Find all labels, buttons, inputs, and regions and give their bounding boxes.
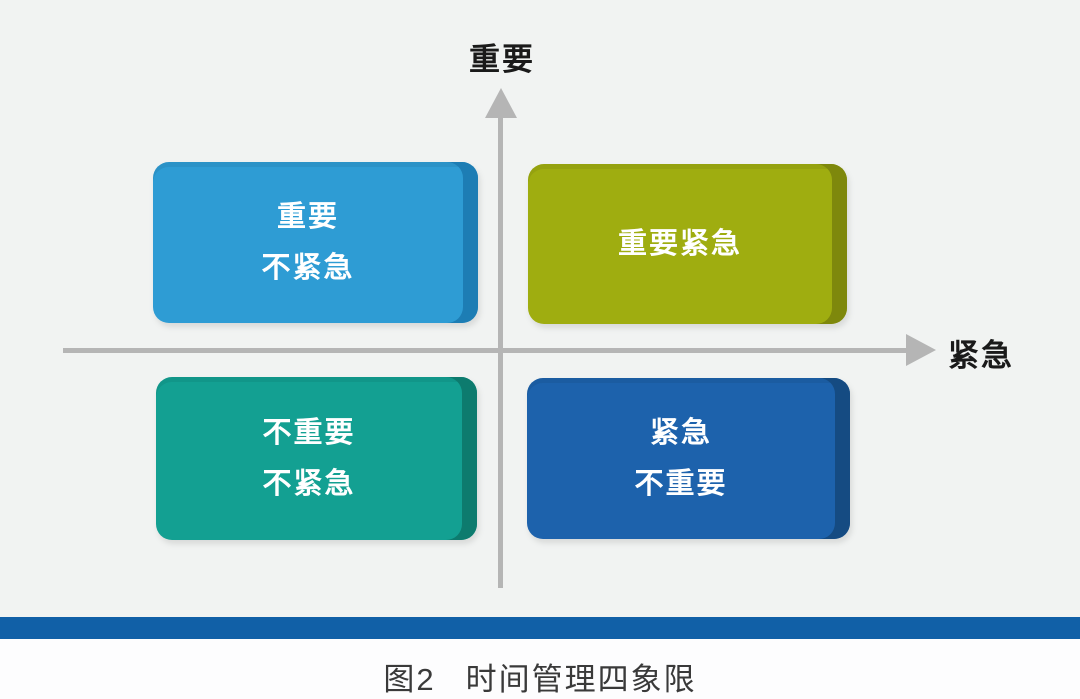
quadrant-label-line: 不紧急	[261, 251, 355, 284]
figure-caption: 图2 时间管理四象限	[0, 654, 1080, 699]
quadrant-not-important-not-urgent: 不重要 不紧急	[156, 377, 477, 540]
right-arrowhead-icon	[906, 334, 936, 366]
quadrant-label-line: 不重要	[262, 416, 356, 449]
quadrant-label-line: 紧急	[649, 416, 712, 449]
vertical-axis-line	[498, 106, 503, 588]
quadrant-label-line: 不重要	[634, 467, 728, 500]
horizontal-axis-label: 紧急	[948, 338, 1014, 373]
divider-bar	[0, 617, 1080, 639]
figure-title: 时间管理四象限	[465, 662, 697, 697]
figure-label: 图2	[383, 662, 436, 697]
quadrant-urgent-not-important: 紧急 不重要	[527, 378, 850, 539]
up-arrowhead-icon	[485, 88, 517, 118]
quadrant-important-urgent: 重要紧急	[528, 164, 847, 324]
quadrant-important-not-urgent: 重要 不紧急	[153, 162, 478, 323]
quadrant-label-line: 重要紧急	[617, 227, 742, 260]
quadrant-label-line: 重要	[276, 200, 339, 233]
vertical-axis-label: 重要	[469, 42, 535, 77]
quadrant-diagram: 重要 紧急 重要 不紧急 重要紧急 不重要 不紧急 紧急 不重要	[0, 0, 1080, 617]
quadrant-label-line: 不紧急	[262, 467, 356, 500]
horizontal-axis-line	[63, 348, 908, 353]
